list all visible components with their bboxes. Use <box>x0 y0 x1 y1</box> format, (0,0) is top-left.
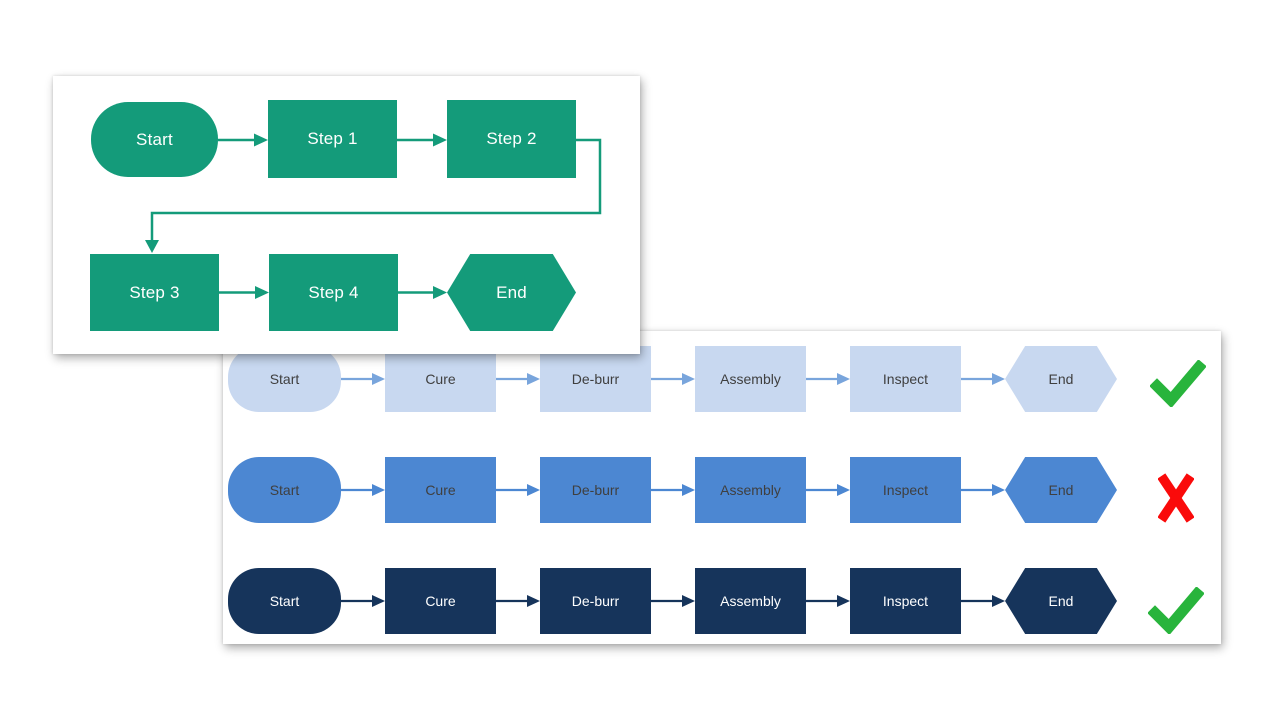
flow-node-assembly: Assembly <box>695 457 806 523</box>
arrow-right-icon <box>961 595 1005 607</box>
green-flowchart-card: Start Step 1 Step 2 Step 3 Step 4 End <box>53 76 640 354</box>
flow-node-label: De-burr <box>571 371 620 387</box>
flow-node-label: Cure <box>425 593 456 609</box>
flow-node-end: End <box>1005 346 1117 412</box>
arrow-right-icon <box>806 595 850 607</box>
cross-icon <box>1158 473 1194 523</box>
flow-node-cure: Cure <box>385 568 496 634</box>
arrow-right-icon <box>651 595 695 607</box>
flow-node-label: End <box>1048 482 1074 498</box>
blue-flowchart-card: Start Cure De-burr Assembly Inspect End … <box>223 331 1221 644</box>
flow-node-step3: Step 3 <box>90 254 219 331</box>
check-icon <box>1150 360 1206 407</box>
flow-node-deburr: De-burr <box>540 568 651 634</box>
flow-node-label: Assembly <box>720 371 781 387</box>
flow-node-step4: Step 4 <box>269 254 398 331</box>
flow-node-label: De-burr <box>571 593 620 609</box>
flow-node-label: Step 2 <box>486 129 537 148</box>
flow-node-label: Start <box>136 129 173 149</box>
flow-node-label: Start <box>269 482 300 498</box>
flow-node-end: End <box>1005 568 1117 634</box>
flow-node-step1: Step 1 <box>268 100 397 178</box>
arrow-right-icon <box>651 373 695 385</box>
arrowhead-icon <box>254 133 268 147</box>
arrow-right-icon <box>961 373 1005 385</box>
flow-node-label: Cure <box>425 482 456 498</box>
arrow-right-icon <box>341 595 385 607</box>
flow-node-start: Start <box>228 346 341 412</box>
flow-node-label: Step 1 <box>307 129 358 148</box>
arrow-right-icon <box>496 595 540 607</box>
arrowhead-icon <box>433 286 447 299</box>
flow-node-label: Step 3 <box>129 282 180 302</box>
flow-node-start: Start <box>91 102 218 177</box>
flow-node-label: Assembly <box>720 482 781 498</box>
flow-node-cure: Cure <box>385 457 496 523</box>
flow-node-end: End <box>1005 457 1117 523</box>
arrowhead-icon <box>255 286 269 299</box>
flow-row-medium-blue: Start Cure De-burr Assembly Inspect End <box>228 457 1117 523</box>
flow-node-label: Start <box>269 593 300 609</box>
flow-node-assembly: Assembly <box>695 568 806 634</box>
flow-node-label: Inspect <box>882 371 929 387</box>
flow-row-light-blue: Start Cure De-burr Assembly Inspect End <box>228 346 1117 412</box>
arrow-right-icon <box>341 373 385 385</box>
arrowhead-down-icon <box>145 240 159 253</box>
flow-node-deburr: De-burr <box>540 457 651 523</box>
arrow-right-icon <box>341 484 385 496</box>
flow-node-cure: Cure <box>385 346 496 412</box>
arrow-right-icon <box>496 484 540 496</box>
flow-node-label: De-burr <box>571 482 620 498</box>
check-icon <box>1148 587 1204 634</box>
flow-node-inspect: Inspect <box>850 568 961 634</box>
flow-node-label: Assembly <box>720 593 781 609</box>
flow-node-label: End <box>496 282 527 302</box>
flow-node-label: End <box>1048 371 1074 387</box>
arrowhead-icon <box>433 133 447 147</box>
flow-node-assembly: Assembly <box>695 346 806 412</box>
flow-node-inspect: Inspect <box>850 346 961 412</box>
flow-node-end: End <box>447 254 576 331</box>
flow-node-label: Start <box>269 371 300 387</box>
arrow-right-icon <box>496 373 540 385</box>
arrow-right-icon <box>961 484 1005 496</box>
flow-node-inspect: Inspect <box>850 457 961 523</box>
flow-node-step2: Step 2 <box>447 100 576 178</box>
flow-node-label: End <box>1048 593 1074 609</box>
flow-node-start: Start <box>228 457 341 523</box>
flow-node-label: Inspect <box>882 482 929 498</box>
arrow-right-icon <box>806 373 850 385</box>
flow-node-label: Cure <box>425 371 456 387</box>
flow-row-dark-navy: Start Cure De-burr Assembly Inspect End <box>228 568 1117 634</box>
arrow-right-icon <box>806 484 850 496</box>
flow-node-start: Start <box>228 568 341 634</box>
flow-node-label: Inspect <box>882 593 929 609</box>
flow-node-deburr: De-burr <box>540 346 651 412</box>
arrow-right-icon <box>651 484 695 496</box>
flow-node-label: Step 4 <box>308 282 359 302</box>
